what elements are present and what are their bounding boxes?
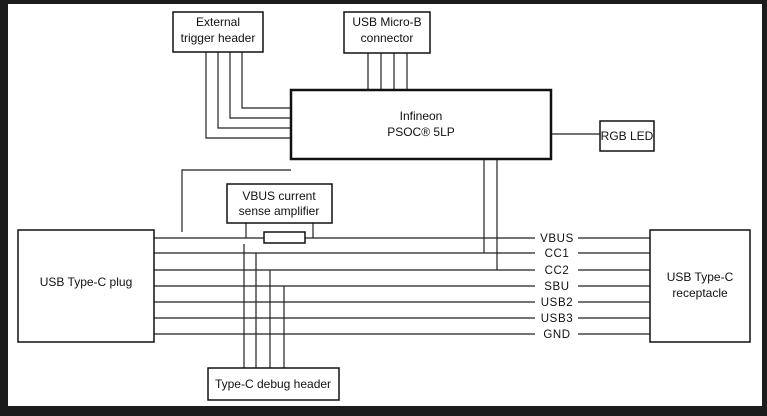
usb-type-c-receptacle-line2: receptacle [672,286,728,300]
usb-type-c-receptacle-line1: USB Type-C [667,270,734,284]
rgb-led-box [599,120,655,152]
signal-label-cc1: CC1 [545,248,570,260]
usb-micro-b-line2: connector [361,31,414,45]
external-trigger-header-line1: External [196,15,240,29]
wire-trigger-1 [205,52,291,139]
signal-label-gnd: GND [543,329,570,341]
usb-type-c-receptacle-box [649,229,751,343]
wire-trigger-4 [241,52,291,109]
psoc-line2: PSOC® 5LP [387,125,455,139]
vbus-amplifier-line2: sense amplifier [239,204,320,218]
wire-psoc-plug [181,169,291,232]
signal-label-sbu: SBU [544,281,569,293]
psoc-box [289,88,553,161]
block-diagram: External trigger header USB Micro-B conn… [8,4,762,406]
psoc-line1: Infineon [400,109,443,123]
signal-label-usb2: USB2 [541,297,573,309]
vbus-amplifier-line1: VBUS current [242,189,316,203]
external-trigger-header-line2: trigger header [181,31,256,45]
vbus-amplifier-box [226,183,333,224]
type-c-debug-header-box [207,367,340,401]
wire-trigger-3 [229,52,291,119]
usb-micro-b-box [343,11,431,54]
signal-label-usb3: USB3 [541,313,573,325]
external-trigger-header-box [172,11,264,53]
signal-label-cc2: CC2 [545,265,570,277]
sense-resistor [263,231,306,244]
signal-label-vbus: VBUS [540,233,574,245]
usb-type-c-plug-label: USB Type-C plug [40,275,133,289]
type-c-debug-header-label: Type-C debug header [215,377,331,391]
wire-trigger-2 [217,52,291,129]
wires [154,52,650,368]
rgb-led-label: RGB LED [601,129,654,143]
usb-type-c-plug-box [17,229,155,343]
usb-micro-b-line1: USB Micro-B [352,15,421,29]
